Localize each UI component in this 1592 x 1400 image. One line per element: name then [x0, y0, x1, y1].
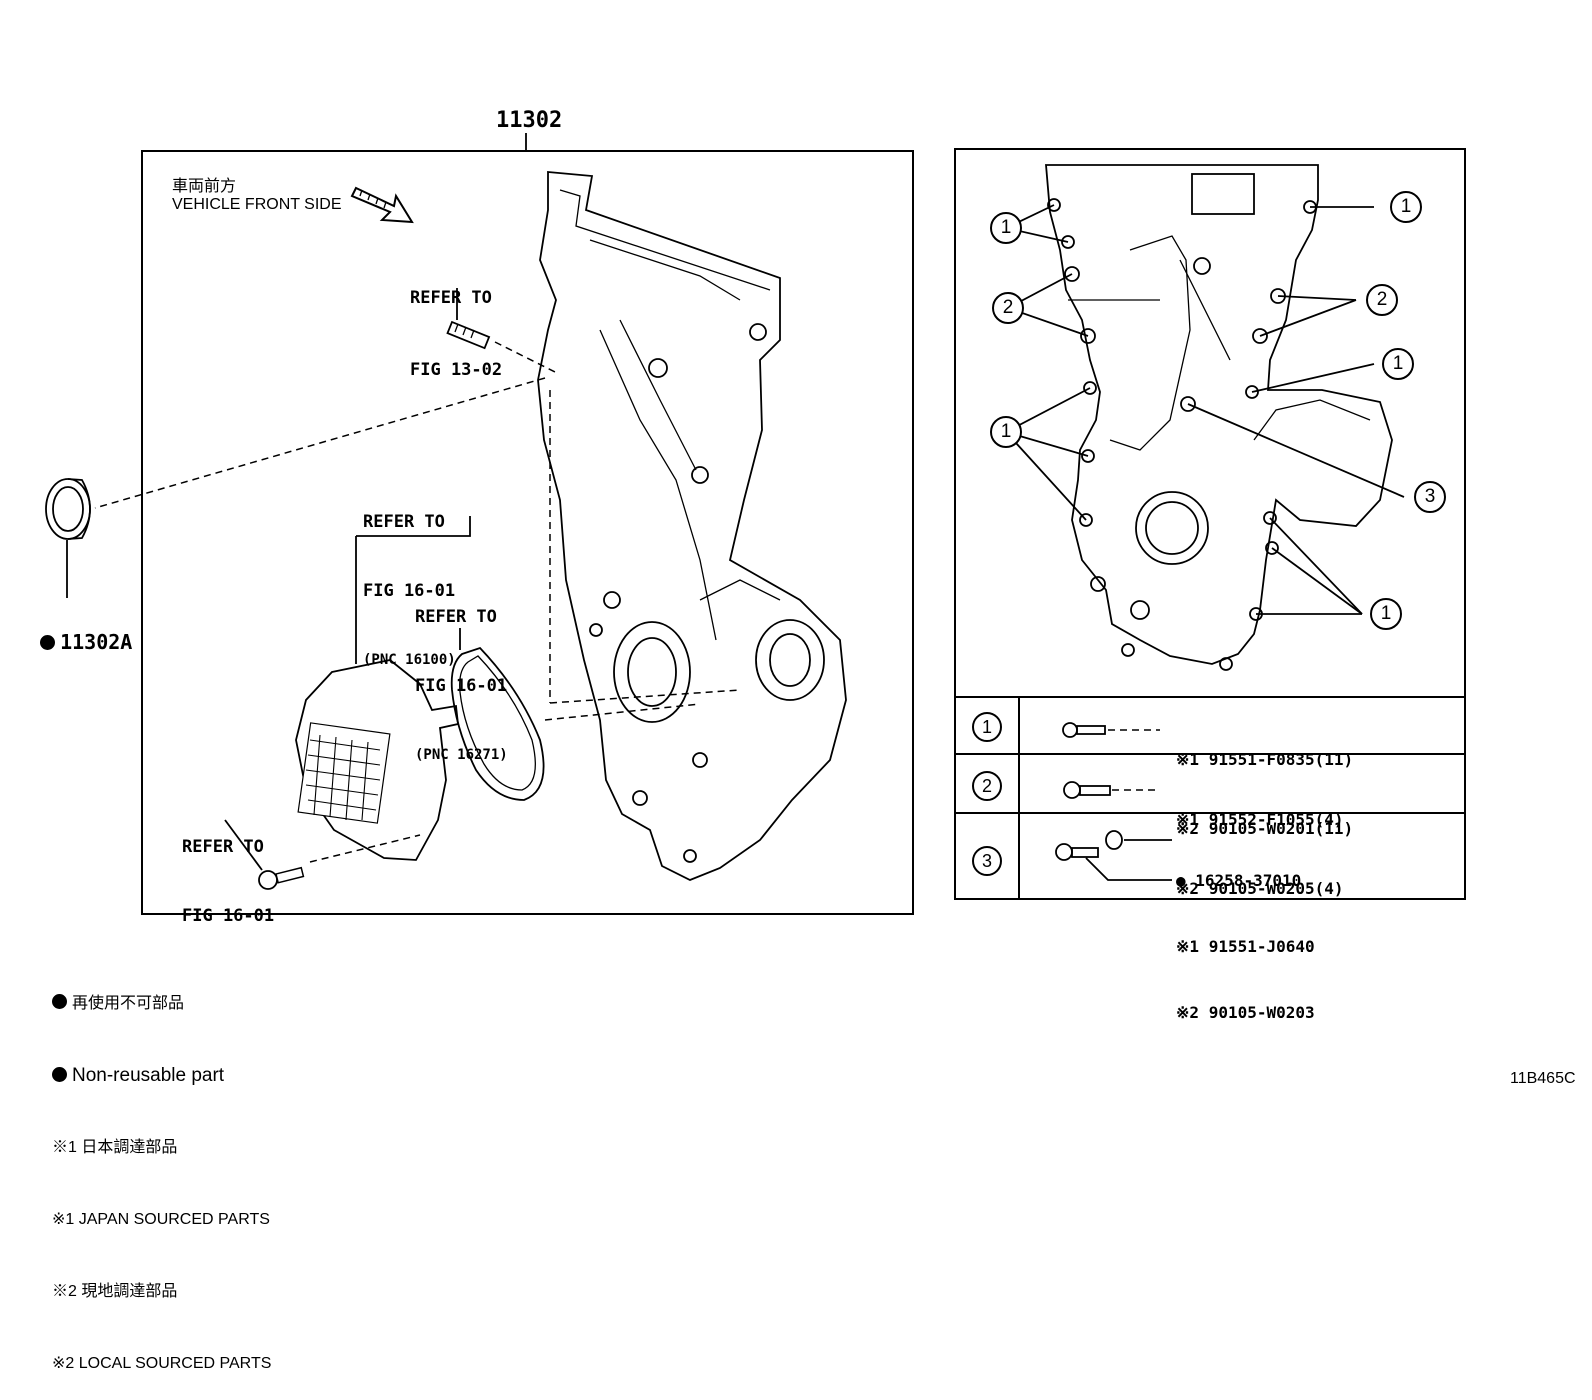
refer-line1: REFER TO [415, 607, 497, 627]
refer-line3: (PNC 16100) [363, 652, 456, 668]
table-part: 91551-J0640 [1208, 937, 1315, 956]
table-line: ※2 90105-W0205(4) [1176, 877, 1344, 900]
table-divider-row2 [954, 812, 1466, 814]
legend-japan-jp: ※1 日本調達部品 [52, 1139, 178, 1156]
legend-nonreusable-jp: 再使用不可部品 [52, 992, 271, 1016]
table-line: ● 16258-37010 [1176, 870, 1315, 892]
timing-chain-cover-drawing [537, 171, 847, 881]
table-divider-vertical [1018, 696, 1020, 900]
cover-bolt-layout-drawing [1045, 164, 1393, 671]
table-part: 16258-37010 [1195, 871, 1302, 890]
table-mark: ※2 [1176, 1003, 1200, 1022]
table-mark: ● [1176, 871, 1186, 890]
front-label-jp: 車両前方 [172, 178, 237, 195]
legend-nonreusable-en: Non-reusable part [52, 1064, 271, 1088]
table-part: 90105-W0201(11) [1208, 819, 1354, 838]
legend-japan-en: ※1 JAPAN SOURCED PARTS [52, 1211, 270, 1228]
refer-line1: REFER TO [363, 512, 445, 532]
seal-part-number: 11302A [16, 606, 132, 654]
refer-line1: REFER TO [182, 837, 264, 857]
table-row-2: ※1 91552-F1055(4) ※2 90105-W0205(4) [1176, 762, 1344, 923]
table-bolt-icons [1055, 722, 1172, 881]
refer-line3: (PNC 16271) [415, 747, 508, 763]
table-row-3: ● 16258-37010 ※1 91551-J0640 ※2 90105-W0… [1176, 826, 1315, 1046]
callout-1: 1 [990, 416, 1022, 448]
table-divider-row1 [954, 753, 1466, 755]
callout-3: 3 [1414, 481, 1446, 513]
refer-line2: FIG 16-01 [363, 581, 456, 601]
table-line: ※1 91552-F1055(4) [1176, 808, 1344, 831]
legend-local-en: ※2 LOCAL SOURCED PARTS [52, 1355, 272, 1372]
water-pump-drawing [295, 516, 471, 861]
refer-fig-16-01-bolt: REFER TO FIG 16-01 [182, 790, 274, 951]
oil-seal-drawing [45, 478, 91, 598]
table-part: 90105-W0205(4) [1208, 879, 1344, 898]
table-mark: ※1 [1176, 750, 1200, 769]
table-row-1: ※1 91551-F0835(11) ※2 90105-W0201(11) [1176, 702, 1353, 863]
bolt-table [954, 696, 1466, 900]
refer-fig-16-01-pnc16271: REFER TO FIG 16-01 (PNC 16271) [415, 560, 508, 790]
refer-line2: FIG 16-01 [415, 676, 508, 696]
water-pump-gasket-drawing [450, 628, 545, 801]
legend: 再使用不可部品 Non-reusable part ※1 日本調達部品 ※1 J… [52, 944, 271, 1400]
assembly-number: 11302 [496, 108, 563, 133]
diagram-artwork [45, 133, 1405, 890]
callout-1: 1 [1382, 348, 1414, 380]
table-key-3: 3 [972, 846, 1002, 876]
table-mark: ※1 [1176, 937, 1200, 956]
table-mark: ※2 [1176, 879, 1200, 898]
table-part: 90105-W0203 [1208, 1003, 1315, 1022]
nonreusable-dot-icon [52, 994, 67, 1009]
front-label-en: VEHICLE FRONT SIDE [172, 196, 342, 213]
stud-bolt-drawing [446, 288, 491, 350]
table-line: ※1 91551-J0640 [1176, 936, 1315, 958]
table-part: 91552-F1055(4) [1208, 810, 1344, 829]
refer-line2: FIG 16-01 [182, 906, 275, 926]
nonreusable-dot-icon [52, 1067, 67, 1082]
refer-line1: REFER TO [410, 288, 492, 308]
callout-2: 2 [1366, 284, 1398, 316]
table-line: ※1 91551-F0835(11) [1176, 748, 1353, 771]
refer-fig-16-01-pnc16100: REFER TO FIG 16-01 (PNC 16100) [363, 465, 456, 695]
main-frame [141, 150, 914, 915]
pump-bolt-drawing [224, 819, 305, 890]
table-mark: ※1 [1176, 810, 1200, 829]
figure-code: 11B465C [1510, 1070, 1576, 1087]
refer-fig-13-02: REFER TO FIG 13-02 [410, 238, 502, 406]
callout-1: 1 [990, 212, 1022, 244]
callout-1: 1 [1370, 598, 1402, 630]
refer-line2: FIG 13-02 [410, 360, 503, 380]
front-direction-arrow [350, 186, 414, 224]
callout-2: 2 [992, 292, 1024, 324]
table-line: ※2 90105-W0203 [1176, 1002, 1315, 1024]
table-key-1: 1 [972, 712, 1002, 742]
seal-part-label: 11302A [60, 630, 133, 654]
nonreusable-dot-icon [40, 635, 56, 650]
table-key-2: 2 [972, 771, 1002, 801]
table-part: 91551-F0835(11) [1208, 750, 1354, 769]
table-line: ※2 90105-W0201(11) [1176, 817, 1353, 840]
legend-local-jp: ※2 現地調達部品 [52, 1283, 178, 1300]
table-mark: ※2 [1176, 819, 1200, 838]
callout-1: 1 [1390, 191, 1422, 223]
